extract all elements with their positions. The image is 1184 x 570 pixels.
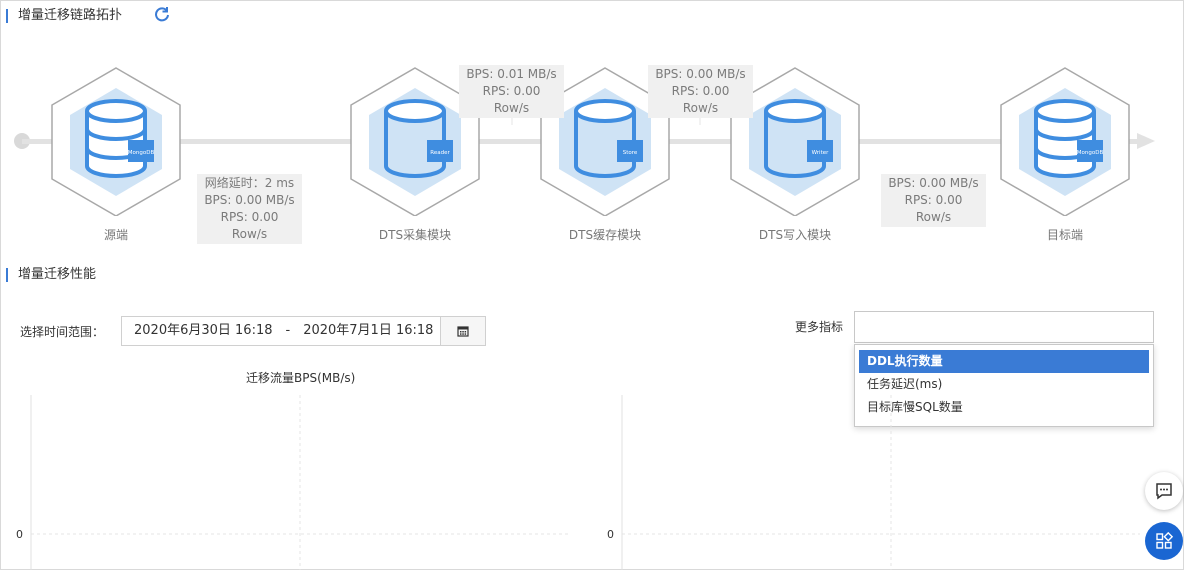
calendar-button[interactable] xyxy=(440,316,486,346)
end-date: 2020年7月1日 16:18 xyxy=(303,323,434,338)
node-label-3: DTS缓存模块 xyxy=(568,228,642,242)
performance-title: 增量迁移性能 xyxy=(6,268,96,282)
topology-title: 增量迁移链路拓扑 xyxy=(6,9,122,23)
calendar-icon xyxy=(457,326,469,337)
chart1-zero-tick: 0 xyxy=(16,528,23,541)
dropdown-option-ddl[interactable]: DDL执行数量 xyxy=(859,350,1149,373)
node-2[interactable]: Reader xyxy=(348,66,482,217)
apps-button[interactable] xyxy=(1145,522,1183,560)
node-badge: Store xyxy=(623,150,638,156)
dropdown-option-latency[interactable]: 任务延迟(ms) xyxy=(867,377,943,391)
node-5[interactable]: MongoDB xyxy=(998,66,1132,217)
database-icon xyxy=(384,99,446,178)
node-label-2: DTS采集模块 xyxy=(378,228,452,242)
chart2-zero-tick: 0 xyxy=(607,528,614,541)
flow-arrow-icon xyxy=(1137,133,1155,149)
node-3[interactable]: Store xyxy=(538,66,672,217)
charts-area xyxy=(30,395,1140,570)
node-badge: Reader xyxy=(430,150,450,156)
store-metrics: BPS: 0.00 MB/s RPS: 0.00 Row/s xyxy=(648,65,753,118)
chat-button[interactable] xyxy=(1145,472,1183,510)
node-badge: MongoDB xyxy=(1077,150,1104,156)
chart-bps-title: 迁移流量BPS(MB/s) xyxy=(246,371,356,385)
node-1[interactable]: MongoDB xyxy=(49,66,183,217)
date-range-picker[interactable]: 2020年6月30日 16:18-2020年7月1日 16:18 xyxy=(121,316,441,346)
database-icon xyxy=(764,99,826,178)
node-label-5: 目标端 xyxy=(1046,228,1083,242)
more-metrics-dropdown: DDL执行数量 任务延迟(ms) 目标库慢SQL数量 xyxy=(854,344,1154,427)
more-metrics-select[interactable] xyxy=(854,311,1154,343)
source-metrics: 网络延时：2 ms BPS: 0.00 MB/s RPS: 0.00 Row/s xyxy=(197,174,302,244)
database-icon xyxy=(574,99,636,178)
node-label-4: DTS写入模块 xyxy=(758,228,832,242)
refresh-icon[interactable] xyxy=(154,6,170,22)
database-icon xyxy=(85,99,147,178)
node-label-1: 源端 xyxy=(103,228,128,242)
time-range-label: 选择时间范围： xyxy=(20,325,105,339)
start-date: 2020年6月30日 16:18 xyxy=(134,323,273,338)
database-icon xyxy=(1034,99,1096,178)
node-badge: MongoDB xyxy=(128,150,155,156)
more-metrics-label: 更多指标 xyxy=(795,320,844,334)
node-badge: Writer xyxy=(812,150,830,156)
date-separator: - xyxy=(285,323,291,338)
reader-metrics: BPS: 0.01 MB/s RPS: 0.00 Row/s xyxy=(459,65,564,118)
apps-grid-icon xyxy=(1156,531,1174,549)
chat-icon xyxy=(1156,483,1172,500)
writer-metrics: BPS: 0.00 MB/s RPS: 0.00 Row/s xyxy=(881,174,986,227)
